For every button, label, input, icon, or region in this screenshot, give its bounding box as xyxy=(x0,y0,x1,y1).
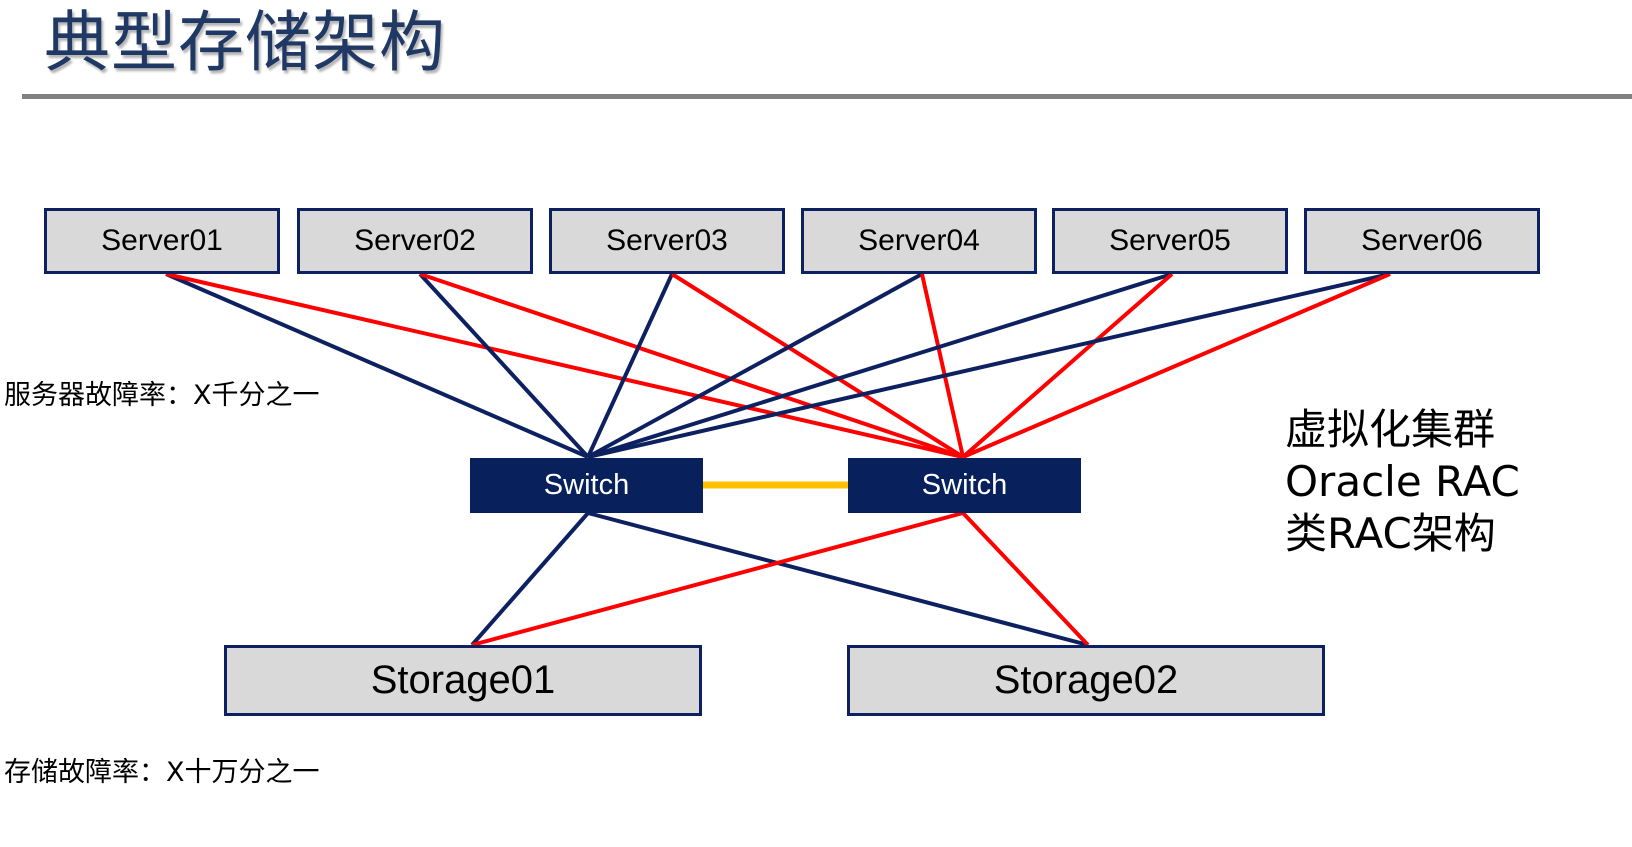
link-server01-switch-right xyxy=(165,272,964,459)
link-switch-right-storage01 xyxy=(471,511,964,647)
link-server04-switch-right xyxy=(920,273,965,458)
link-server05-switch-left xyxy=(587,272,1173,459)
node-server-06[interactable]: Server06 xyxy=(1304,208,1540,274)
link-server03-switch-left xyxy=(586,273,674,458)
link-switch-left-storage01 xyxy=(470,511,590,647)
node-label: Storage01 xyxy=(370,658,556,702)
node-label: Server01 xyxy=(101,224,223,257)
cluster-note-line-2: Oracle RAC xyxy=(1285,457,1520,506)
node-label: Server03 xyxy=(606,224,728,257)
node-label: Switch xyxy=(543,469,630,501)
node-server-03[interactable]: Server03 xyxy=(549,208,785,274)
link-server02-switch-right xyxy=(419,272,964,459)
node-storage-02[interactable]: Storage02 xyxy=(847,645,1325,716)
node-switch-right[interactable]: Switch xyxy=(848,458,1081,513)
cluster-note-line-1: 虚拟化集群 xyxy=(1285,405,1496,454)
node-label: Server06 xyxy=(1361,224,1483,257)
node-server-01[interactable]: Server01 xyxy=(44,208,280,274)
link-switch-left-storage02 xyxy=(587,511,1089,647)
title-divider xyxy=(22,94,1632,99)
node-switch-left[interactable]: Switch xyxy=(470,458,703,513)
node-label: Server02 xyxy=(354,224,476,257)
link-server05-switch-right xyxy=(961,272,1174,459)
link-server01-switch-left xyxy=(165,272,589,459)
node-label: Server05 xyxy=(1109,224,1231,257)
server-to-switch-links xyxy=(165,272,1391,459)
server-failure-rate-note: 服务器故障率：X千分之一 xyxy=(4,380,320,411)
node-label: Storage02 xyxy=(993,658,1179,702)
node-storage-01[interactable]: Storage01 xyxy=(224,645,702,716)
node-server-02[interactable]: Server02 xyxy=(297,208,533,274)
link-server06-switch-right xyxy=(962,272,1391,459)
page-title: 典型存储架构 xyxy=(44,4,446,81)
link-server03-switch-right xyxy=(670,272,965,459)
switch-to-storage-links xyxy=(470,511,1090,647)
cluster-note-line-3: 类RAC架构 xyxy=(1285,509,1496,558)
link-server04-switch-left xyxy=(587,272,923,459)
node-server-05[interactable]: Server05 xyxy=(1052,208,1288,274)
link-switch-right-storage02 xyxy=(961,511,1090,647)
node-label: Server04 xyxy=(858,224,980,257)
storage-failure-rate-note: 存储故障率：X十万分之一 xyxy=(4,757,320,788)
node-label: Switch xyxy=(921,469,1008,501)
link-server02-switch-left xyxy=(418,272,590,459)
node-server-04[interactable]: Server04 xyxy=(801,208,1037,274)
link-server06-switch-left xyxy=(587,272,1391,459)
cluster-architecture-note: 虚拟化集群 Oracle RAC 类RAC架构 xyxy=(1285,404,1520,560)
